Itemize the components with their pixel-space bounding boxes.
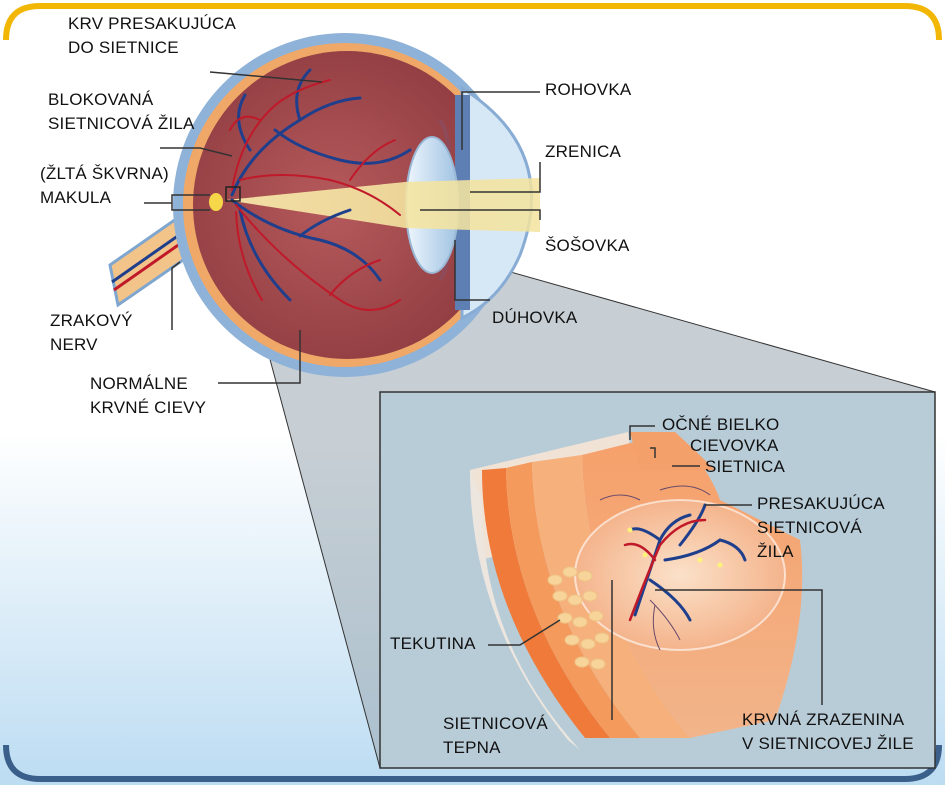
label-rohovka: ROHOVKA <box>545 78 631 102</box>
macula <box>209 193 223 211</box>
label-sosovka: ŠOŠOVKA <box>545 234 630 258</box>
label-zrenica: ZRENICA <box>545 140 621 164</box>
label-krvna-zrazenina: KRVNÁ ZRAZENINA V SIETNICOVEJ ŽILE <box>742 708 914 756</box>
label-zrakovy-nerv: ZRAKOVÝ NERV <box>50 309 133 357</box>
label-presakujuca-zila: PRESAKUJÚCA SIETNICOVÁ ŽILA <box>757 492 885 564</box>
label-makula: (ŽLTÁ ŠKVRNA) MAKULA <box>40 162 169 210</box>
label-blokovana-zila: BLOKOVANÁ SIETNICOVÁ ŽILA <box>48 88 195 136</box>
label-normalne-cievy: NORMÁLNE KRVNÉ CIEVY <box>90 372 206 420</box>
label-sietnica: SIETNICA <box>705 455 785 479</box>
label-krv-presakujuca: KRV PRESAKUJÚCA DO SIETNICE <box>68 12 236 60</box>
retinal-swelling <box>575 500 785 650</box>
label-sietnicova-tepna: SIETNICOVÁ TEPNA <box>443 712 548 760</box>
label-tekutina: TEKUTINA <box>390 632 476 656</box>
label-duhovka: DÚHOVKA <box>492 306 577 330</box>
